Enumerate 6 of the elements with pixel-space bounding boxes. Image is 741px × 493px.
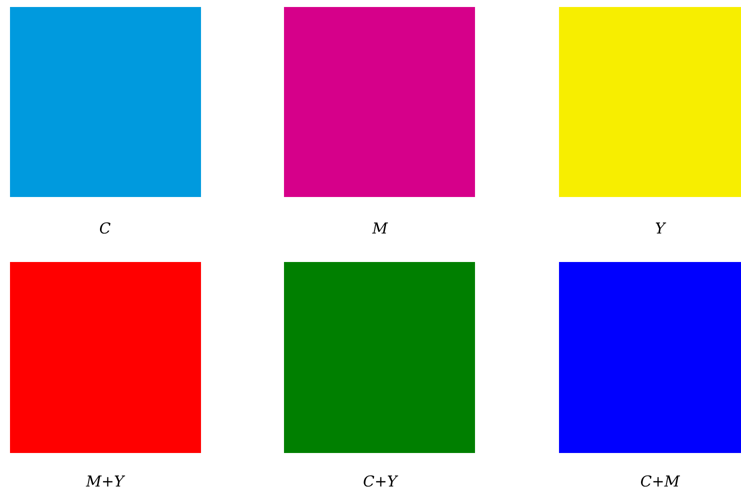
color-label: C	[100, 222, 110, 234]
color-label: M+Y	[86, 476, 126, 486]
color-label: C+M	[641, 475, 680, 487]
color-label: C+Y	[364, 475, 398, 487]
color-label: M	[372, 222, 388, 234]
color-label: Y	[656, 222, 666, 234]
